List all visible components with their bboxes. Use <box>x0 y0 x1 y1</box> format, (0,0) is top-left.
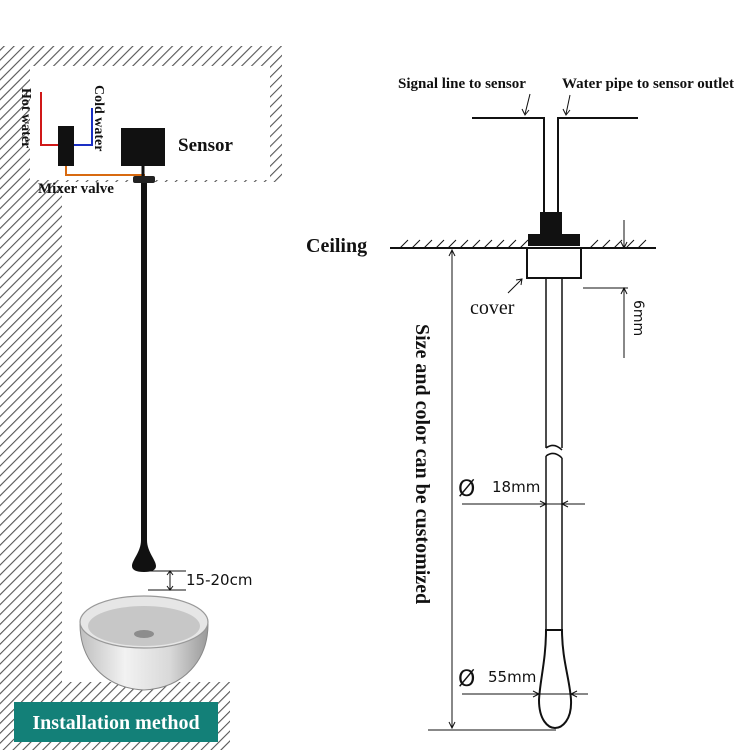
water-pipe-label: Water pipe to sensor outlet <box>562 76 734 92</box>
cover-dim-label: 6mm <box>630 300 646 336</box>
mixer-valve-body <box>58 126 74 166</box>
installation-method-badge <box>14 702 218 742</box>
left-wall-hatch <box>0 182 62 682</box>
head-diameter-symbol: Ø <box>458 667 475 692</box>
signal-line <box>472 117 545 212</box>
cover-dim-arrows <box>620 241 628 295</box>
cover-body <box>526 247 582 279</box>
hot-water-line <box>40 92 58 146</box>
mixer-outlet-line <box>65 165 145 176</box>
shower-head-drop <box>132 540 156 572</box>
pipe-diameter-symbol: Ø <box>458 477 475 502</box>
pipe-connector <box>540 212 562 234</box>
water-leader <box>565 94 571 115</box>
sensor-box <box>121 128 165 166</box>
shower-pipe <box>141 183 147 543</box>
height-dim-arrows <box>448 248 456 730</box>
head-dim-arrows <box>532 690 578 698</box>
left-installation-panel <box>0 46 282 750</box>
ceiling-mount-plate <box>528 234 580 246</box>
pipe-dim-arrows <box>539 500 569 508</box>
cover-leader <box>507 278 523 294</box>
hot-water-label: Hot water <box>18 88 33 148</box>
water-pipe <box>557 117 638 212</box>
signal-leader-head <box>521 108 530 116</box>
ceiling-wall-hatch <box>0 46 282 182</box>
ceiling-hatch-ticks <box>399 239 647 249</box>
pipe-break-upper <box>545 444 563 451</box>
installation-method-label: Installation method <box>32 712 199 734</box>
pipe-break-lower <box>545 452 563 459</box>
mixer-valve-label: Mixer valve <box>38 181 114 197</box>
clearance-arrowheads <box>166 570 174 591</box>
ceiling-label: Ceiling <box>306 235 367 257</box>
shower-head-outline <box>537 629 573 730</box>
signal-leader <box>524 93 531 115</box>
basin-drain <box>134 630 154 638</box>
cover-label: cover <box>470 297 515 319</box>
customization-note: Size and color can be customized <box>411 324 433 604</box>
signal-line-label: Signal line to sensor <box>398 76 526 92</box>
clearance-label: 15-20cm <box>186 571 252 589</box>
water-leader-head <box>562 108 571 116</box>
pipe-diameter-label: 18mm <box>492 478 540 496</box>
sensor-label: Sensor <box>178 135 233 156</box>
ceiling-flange <box>133 176 155 183</box>
basin-inner <box>88 606 200 646</box>
right-dimension-panel <box>390 93 656 731</box>
head-diameter-label: 55mm <box>488 668 536 686</box>
cold-water-label: Cold water <box>91 85 106 152</box>
cold-water-line <box>74 108 93 146</box>
